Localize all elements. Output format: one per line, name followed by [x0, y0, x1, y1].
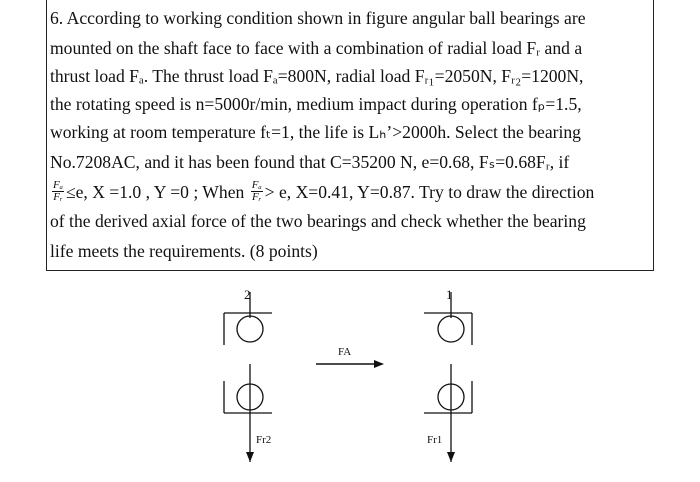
radial-load-left-label: Fr2 — [256, 434, 272, 446]
text-line-4: the rotating speed is n=5000r/min, mediu… — [50, 94, 650, 114]
text-line-7-part-a: ≤e, X =1.0 , Y =0 ; When — [65, 182, 245, 202]
text-line-6: No.7208AC, and it has been found that C=… — [50, 152, 650, 172]
text-line-1: 6. According to working condition shown … — [50, 8, 650, 28]
text-line-3-content: thrust load Fₐ. The thrust load Fₐ=800N,… — [50, 66, 584, 86]
text-line-9-content: life meets the requirements. (8 points) — [50, 241, 318, 261]
question-frame — [46, 0, 654, 271]
fraction-denominator-1: Fᵣ — [53, 191, 63, 204]
text-line-4-content: the rotating speed is n=5000r/min, mediu… — [50, 94, 582, 114]
bearing-1-label: 1 — [446, 287, 453, 302]
bearing-left-bottom — [223, 381, 272, 414]
text-line-5-content: working at room temperature fₜ=1, the li… — [50, 122, 581, 142]
text-line-3: thrust load Fₐ. The thrust load Fₐ=800N,… — [50, 66, 650, 86]
radial-load-right-label: Fr1 — [427, 434, 443, 446]
text-line-5: working at room temperature fₜ=1, the li… — [50, 122, 650, 142]
text-line-7-part-b: > e, X=0.41, Y=0.87. Try to draw the dir… — [264, 182, 595, 202]
bearing-2-label: 2 — [244, 287, 251, 302]
text-line-8: of the derived axial force of the two be… — [50, 211, 650, 231]
fraction-numerator-2: Fₐ — [250, 179, 263, 193]
fraction-denominator-2: Fᵣ — [251, 191, 262, 204]
text-line-8-content: of the derived axial force of the two be… — [50, 211, 586, 231]
text-line-2: mounted on the shaft face to face with a… — [50, 38, 650, 58]
thrust-load-label: FA — [338, 346, 352, 358]
fraction-numerator-1: Fₐ — [52, 179, 64, 193]
radial-load-left-arrowhead — [246, 452, 254, 462]
thrust-load-arrowhead — [374, 360, 384, 368]
text-line-6-content: No.7208AC, and it has been found that C=… — [50, 152, 570, 172]
bearing-right-bottom — [424, 381, 473, 414]
text-line-9: life meets the requirements. (8 points) — [50, 241, 650, 261]
text-line-2-content: mounted on the shaft face to face with a… — [50, 38, 583, 58]
radial-load-right-arrowhead — [447, 452, 455, 462]
text-line-1-content: 6. According to working condition shown … — [50, 8, 586, 28]
